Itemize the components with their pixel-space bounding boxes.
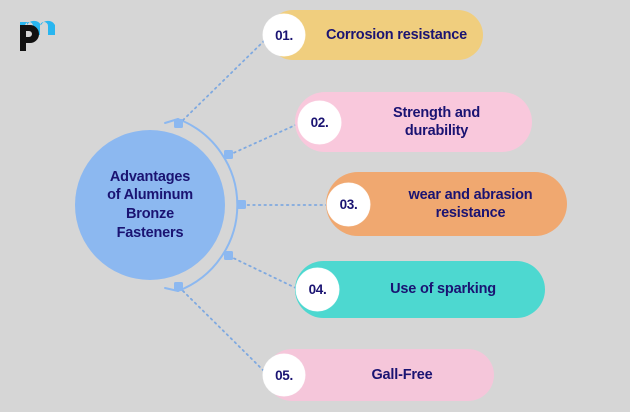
connector-node-03 — [237, 200, 246, 209]
logo-p-shape — [20, 25, 39, 51]
item-label-01: Corrosion resistance — [325, 26, 468, 43]
logo-m-shape — [20, 20, 55, 35]
item-badge-02[interactable]: 02. — [298, 101, 341, 144]
item-badge-04[interactable]: 04. — [296, 268, 339, 311]
item-badge-05[interactable]: 05. — [263, 354, 305, 396]
central-hub: Advantages of Aluminum Bronze Fasteners — [75, 130, 225, 280]
item-number-01: 01. — [275, 27, 293, 43]
connector-node-05 — [174, 282, 183, 291]
item-badge-01[interactable]: 01. — [263, 14, 305, 56]
connector-line-01 — [178, 36, 269, 125]
item-label-03: wear and abrasion resistance — [408, 186, 533, 221]
hub-title: Advantages of Aluminum Bronze Fasteners — [107, 168, 193, 241]
connector-node-04 — [224, 251, 233, 260]
item-number-05: 05. — [275, 367, 293, 383]
connector-line-02 — [228, 122, 301, 156]
connector-line-05 — [178, 286, 269, 376]
item-label-04: Use of sparking — [390, 281, 496, 298]
connector-node-01 — [174, 119, 183, 128]
connector-node-02 — [224, 150, 233, 159]
connector-line-04 — [228, 255, 301, 291]
item-number-04: 04. — [308, 282, 327, 297]
item-number-02: 02. — [310, 115, 329, 130]
brand-logo[interactable] — [10, 8, 62, 52]
item-label-05: Gall-Free — [371, 366, 433, 383]
item-label-02: Strength and durability — [392, 104, 480, 139]
item-number-03: 03. — [339, 197, 358, 212]
item-badge-03[interactable]: 03. — [327, 183, 370, 226]
